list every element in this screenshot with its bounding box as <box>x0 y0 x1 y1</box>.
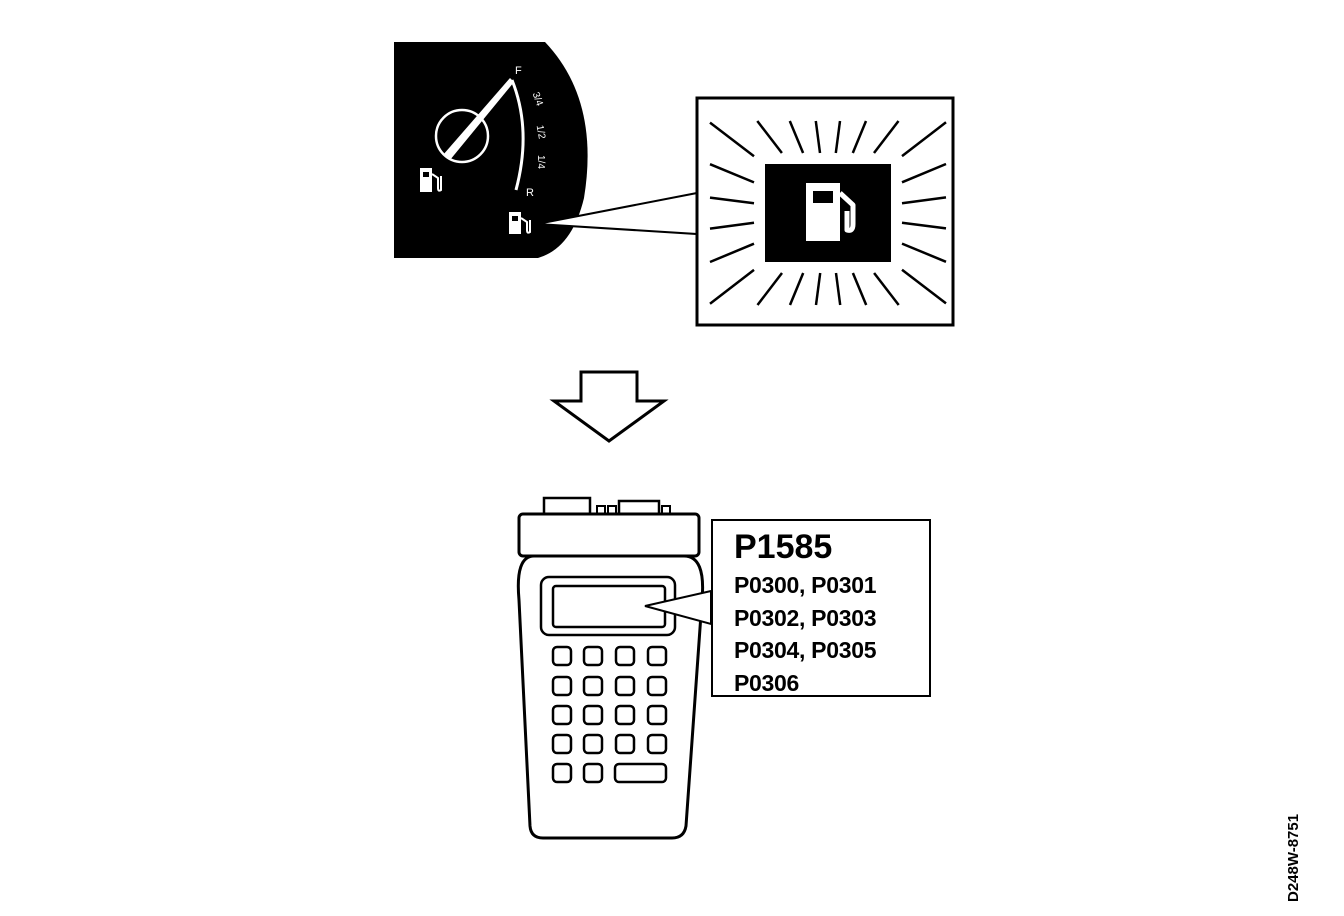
primary-trouble-code: P1585 <box>734 528 833 566</box>
keypad-key <box>582 762 604 784</box>
keypad-key <box>614 645 636 667</box>
blink-ray <box>901 121 947 158</box>
blink-ray <box>756 120 783 154</box>
blink-ray <box>873 120 900 154</box>
blink-ray <box>709 121 755 158</box>
blink-ray <box>834 120 842 154</box>
keypad-key <box>551 675 573 697</box>
blink-ray <box>901 221 947 230</box>
keypad-key <box>582 675 604 697</box>
blink-rays <box>709 120 947 306</box>
fuel-gauge-cluster: F 3/4 1/2 1/4 R <box>394 42 588 258</box>
keypad-key <box>551 645 573 667</box>
down-arrow-icon <box>549 370 669 443</box>
low-fuel-warning-lamp <box>509 212 531 234</box>
keypad-key <box>646 704 668 726</box>
blink-ray <box>901 196 947 205</box>
gauge-pivot <box>434 108 490 164</box>
gauge-mark-reserve: R <box>526 187 534 199</box>
trouble-code-line: P0306 <box>734 669 800 696</box>
keypad-key <box>582 645 604 667</box>
blink-ray <box>851 120 868 154</box>
gauge-mark-full: F <box>515 65 522 77</box>
keypad-key <box>551 733 573 755</box>
gauge-mark-half: 1/2 <box>534 124 547 140</box>
blink-ray <box>901 162 947 184</box>
keypad-key <box>614 675 636 697</box>
scan-tool-enter-key <box>613 762 668 784</box>
figure-code: D248W-8751 <box>1285 813 1302 902</box>
gauge-scale-arc <box>510 79 525 191</box>
trouble-code-line: P0304, P0305 <box>734 637 877 663</box>
scan-tool-cap <box>517 512 701 558</box>
blink-ray <box>709 268 755 305</box>
trouble-code-line: P0302, P0303 <box>734 604 877 631</box>
blink-ray <box>873 272 900 306</box>
keypad-key <box>551 762 573 784</box>
blink-ray <box>788 272 805 306</box>
keypad-key <box>646 645 668 667</box>
blink-ray <box>709 163 755 184</box>
fuel-pump-icon <box>420 168 442 192</box>
scan-tool-keypad <box>551 645 668 784</box>
keypad-key <box>646 675 668 697</box>
blink-ray <box>709 196 755 205</box>
scan-tool <box>516 496 705 840</box>
blink-ray <box>788 120 805 154</box>
keypad-key <box>582 733 604 755</box>
keypad-key <box>614 733 636 755</box>
blink-ray <box>834 272 842 306</box>
gauge-needle <box>443 78 514 160</box>
blink-ray <box>901 268 947 305</box>
blink-ray <box>709 242 755 264</box>
blink-ray <box>756 272 783 306</box>
trouble-code-line: P0300, P0301 <box>734 572 877 598</box>
cluster-panel <box>394 42 588 258</box>
fuel-pump-icon <box>806 183 856 241</box>
keypad-key <box>551 704 573 726</box>
gauge-mark-three-quarter: 3/4 <box>530 91 545 108</box>
blink-ray <box>851 272 868 306</box>
blink-ray <box>814 120 822 154</box>
keypad-key <box>614 704 636 726</box>
blink-ray <box>901 242 947 263</box>
blink-ray <box>709 221 755 230</box>
keypad-key <box>646 733 668 755</box>
warning-lamp-callout <box>695 96 955 327</box>
trouble-code-panel: P1585 P0300, P0301 P0302, P0303 P0304, P… <box>711 519 931 697</box>
gauge-mark-quarter: 1/4 <box>535 155 546 169</box>
keypad-key <box>582 704 604 726</box>
blink-ray <box>814 272 822 306</box>
